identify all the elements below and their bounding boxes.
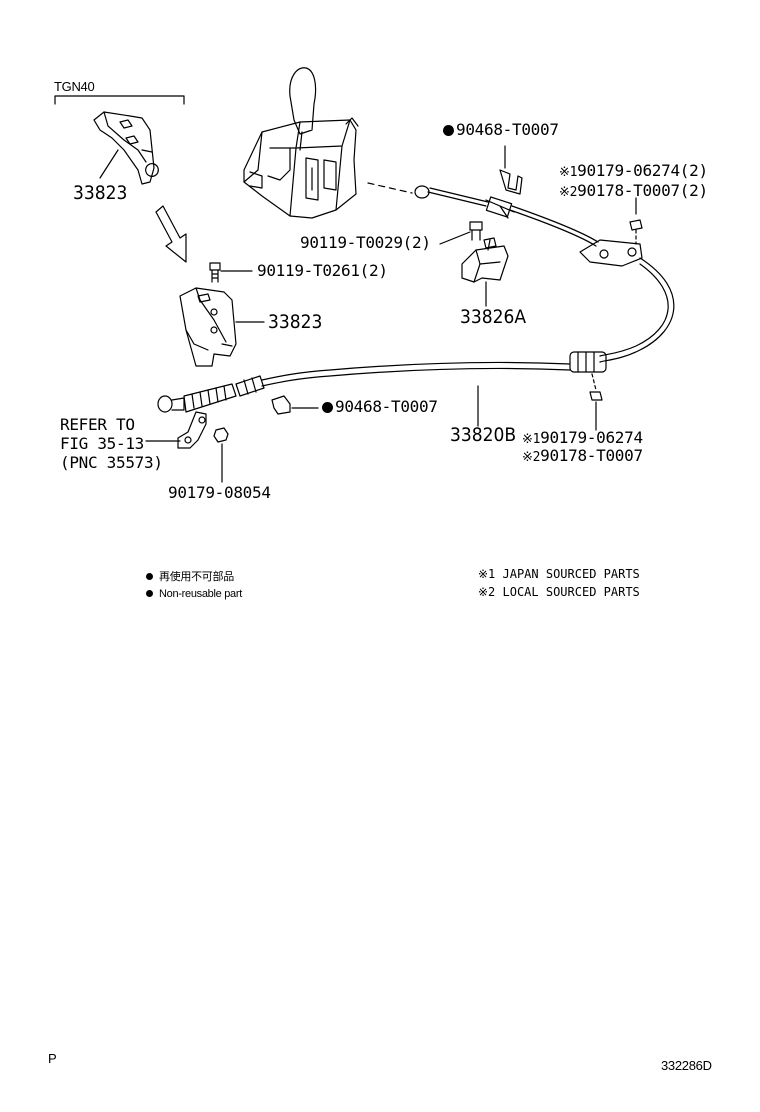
part-label-clip-upper[interactable]: 90468-T0007 [443, 121, 559, 139]
note-local-sourced: ※2 LOCAL SOURCED PARTS [478, 585, 640, 599]
legend-en-text: Non-reusable part [159, 588, 242, 600]
clamp-refer-drawing [177, 411, 207, 449]
part-number-text: 90178-T0007(2) [577, 181, 708, 200]
variant-bracket-line [54, 95, 185, 105]
clip-lower-drawing [271, 395, 291, 415]
part-label-bracket-upper[interactable]: 33823 [73, 182, 128, 204]
refer-line-2[interactable]: FIG 35-13 [60, 434, 144, 453]
legend-jp: 再使用不可部品 [146, 571, 234, 584]
nut-small-drawing [213, 427, 229, 443]
part-label-nut-small[interactable]: 90179-08054 [168, 483, 271, 502]
refer-line-1: REFER TO [60, 415, 135, 434]
part-label-nut-bottom-2[interactable]: ※290178-T0007 [522, 447, 643, 467]
part-number-text: 90468-T0007 [335, 397, 438, 416]
marker-1: ※1 [522, 432, 541, 447]
lever-cable-dash [367, 182, 413, 194]
part-label-bracket-lower[interactable]: 33823 [268, 311, 323, 333]
part-number-text: 90468-T0007 [456, 120, 559, 139]
cable-main-path [261, 205, 675, 401]
part-label-bolt-mid[interactable]: 90119-T0029(2) [300, 233, 431, 252]
cable-upper-end-drawing [414, 185, 515, 219]
part-label-clip-lower[interactable]: 90468-T0007 [322, 398, 438, 416]
part-number-text: 90179-06274(2) [577, 161, 708, 180]
part-label-cable[interactable]: 33820B [450, 424, 517, 446]
legend-jp-text: 再使用不可部品 [159, 571, 234, 583]
footer-left: P [48, 1051, 57, 1066]
part-label-bracket-cable[interactable]: 33826A [460, 306, 527, 328]
part-label-nut-bottom-1[interactable]: ※190179-06274 [522, 429, 643, 449]
shift-lever-assembly-drawing [243, 67, 359, 219]
part-label-nut-top-1[interactable]: ※190179-06274(2) [559, 162, 708, 182]
bracket-33823-upper-drawing [93, 111, 159, 185]
bolt-mid-drawing [469, 221, 483, 241]
leader-bracket-upper [99, 149, 119, 179]
marker-2: ※2 [559, 185, 578, 200]
part-label-nut-top-2[interactable]: ※290178-T0007(2) [559, 182, 708, 202]
bolt-left-drawing [209, 262, 221, 283]
variant-label: TGN40 [54, 79, 95, 94]
part-label-bolt-left[interactable]: 90119-T0261(2) [257, 261, 388, 280]
bracket-33826A-drawing [461, 237, 509, 283]
cable-lower-end-drawing [157, 375, 265, 413]
clip-upper-drawing [499, 169, 523, 195]
direction-arrow [155, 205, 187, 263]
legend-en: Non-reusable part [146, 588, 242, 601]
marker-2: ※2 [522, 450, 541, 465]
footer-drawing-number: 332286D [661, 1058, 712, 1073]
part-number-text: 90178-T0007 [540, 446, 643, 465]
bracket-33823-lower-drawing [179, 287, 237, 367]
marker-1: ※1 [559, 165, 578, 180]
leader-bolt-mid [439, 231, 471, 245]
refer-line-3: (PNC 35573) [60, 453, 163, 472]
note-japan-sourced: ※1 JAPAN SOURCED PARTS [478, 567, 640, 581]
part-number-text: 90179-06274 [540, 428, 643, 447]
